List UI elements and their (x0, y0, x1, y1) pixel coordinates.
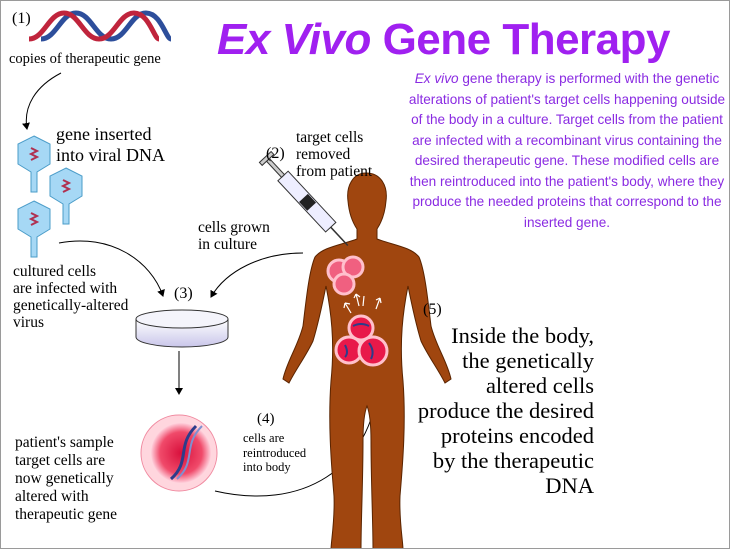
dna-helix-icon (28, 10, 173, 42)
page-title: Ex Vivo Gene Therapy (217, 15, 671, 64)
removed-cells-icon (326, 255, 365, 296)
step-4-number: (4) (257, 411, 275, 427)
syringe-icon (258, 150, 349, 246)
step-5-number: (5) (423, 301, 442, 318)
arrow-virus-to-dish (58, 240, 165, 297)
modified-cell-icon (140, 414, 218, 492)
petri-dish-icon (135, 309, 229, 348)
step-5-label: Inside the body, the genetically altered… (417, 323, 594, 498)
step-1-label: copies of therapeutic gene (9, 51, 161, 67)
arrow-culture-to-dish (210, 252, 304, 298)
step-1-number: (1) (12, 10, 31, 27)
gene-inserted-label: gene inserted into viral DNA (56, 124, 165, 165)
cells-grown-label: cells grown in culture (198, 219, 270, 253)
virus-icon (17, 135, 83, 258)
infected-cells-label: cultured cells are infected with genetic… (13, 263, 129, 331)
sample-cells-label: patient's sample target cells are now ge… (15, 434, 117, 523)
step-4-label: cells are reintroduced into body (243, 431, 307, 474)
arrow-gene-to-virus (22, 72, 62, 130)
step-2-label: target cells removed from patient (296, 129, 373, 180)
reintroduced-cells-icon (334, 293, 389, 367)
description-paragraph: Ex vivo gene therapy is performed with t… (408, 71, 726, 230)
step-2-number: (2) (266, 145, 285, 162)
step-3-number: (3) (174, 285, 193, 302)
